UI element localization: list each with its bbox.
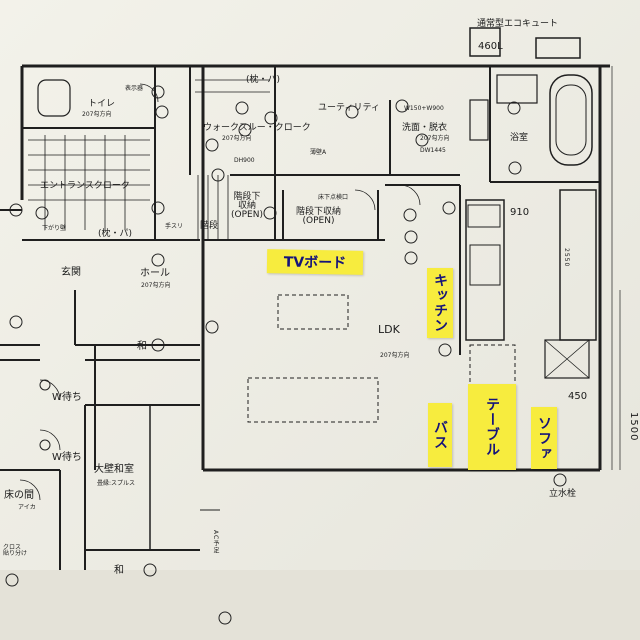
tv-board-note: TVボード — [266, 249, 364, 275]
stairs-label: 階段 — [200, 221, 219, 231]
stair-storage-label: 階段下 収納 (OPEN) — [231, 192, 263, 220]
pantry-label: (枕・パ) — [246, 75, 281, 85]
dw-size-a: W150+W900 — [404, 105, 444, 112]
walk-through-closet-label: ウォークスルー・クローク — [203, 123, 311, 133]
waiting-2-label: W待ち — [52, 392, 82, 403]
waiting-3-label: W待ち — [52, 452, 82, 463]
tokonoma-sub: アイカ — [18, 504, 36, 511]
toilet-label: トイレ — [88, 99, 116, 109]
closet-spec: 207勾方向 — [222, 135, 252, 142]
closet-small-label: (枕・パ) — [98, 229, 133, 239]
display-indicator: 表示器 — [125, 85, 144, 92]
cupboard-note: キッチン — [427, 268, 453, 338]
cloth-a-label: クロス 貼り分け — [3, 544, 28, 557]
entrance-label: 玄関 — [61, 267, 81, 278]
wa-label-2: 和 — [114, 565, 124, 576]
dim-450: 450 — [568, 391, 588, 402]
ac-label: AC予定 — [212, 530, 219, 555]
thin-wall-a: 薄壁A — [310, 149, 327, 156]
dim-910: 910 — [510, 207, 530, 218]
bath-note: バス — [428, 403, 452, 467]
toilet-spec: 207勾方向 — [82, 111, 112, 118]
wa-label-1: 和 — [137, 341, 147, 352]
entrance-cloak-label: エントランスクローク — [40, 181, 130, 191]
dh-size: DH900 — [234, 157, 255, 164]
japanese-room-label: 大壁和室 — [94, 464, 134, 475]
sofa-note: ソファ — [531, 407, 557, 469]
washroom-spec: 207勾方向 — [420, 135, 450, 142]
dim-1500: 1500 — [628, 412, 639, 442]
hall-spec: 207勾方向 — [141, 282, 171, 289]
water-heater-tag: 通常型エコキュート — [477, 19, 559, 29]
floor-underside-label: 床下点検口 — [318, 194, 349, 201]
water-heater-capacity: 460L — [478, 41, 503, 52]
dw-size-b: DW1445 — [420, 147, 446, 154]
hall-label: ホール — [140, 268, 170, 279]
tokonoma-label: 床の間 — [4, 490, 34, 501]
washroom-label: 洗面・脱衣 — [402, 123, 448, 133]
ldk-spec: 207勾方向 — [380, 352, 410, 359]
ldk-label: LDK — [378, 323, 400, 336]
walls — [0, 27, 621, 570]
bathroom-label: 浴室 — [510, 133, 529, 143]
table-note: テーブル — [468, 384, 516, 470]
utility-label: ユーティリティ — [318, 103, 380, 113]
handrail-label: 手スリ — [165, 223, 184, 230]
dim-2550: 2550 — [563, 248, 570, 268]
under-stair-storage-label: 階段下収納 (OPEN) — [296, 207, 342, 226]
water-tap-label: 立水栓 — [549, 489, 577, 499]
japanese-room-sub: 畳縁:スプルス — [97, 480, 136, 487]
indoor-cloth-label: 下がり壁 — [42, 225, 67, 232]
